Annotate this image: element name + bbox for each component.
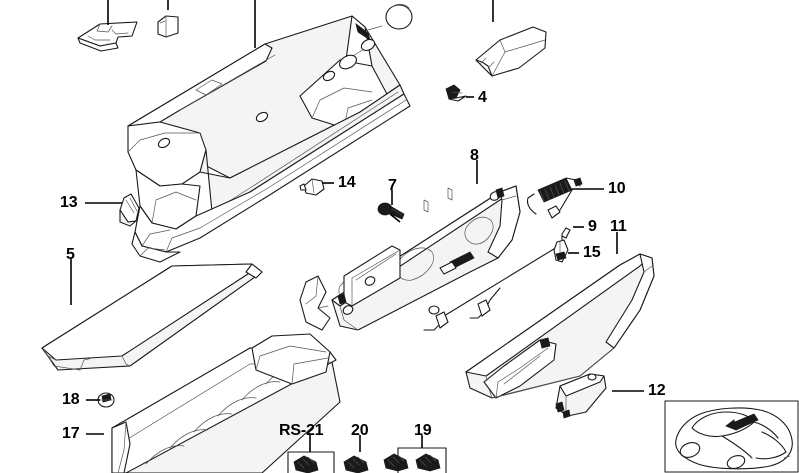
oval-blanking-cap-part bbox=[385, 3, 413, 30]
upper-trim-clip-part bbox=[77, 21, 138, 52]
glove-box-door-panel-part bbox=[465, 253, 655, 399]
callout-label-rs-21[interactable]: RS-21 bbox=[279, 422, 324, 439]
callout-label-4[interactable]: 4 bbox=[478, 89, 487, 106]
callout-label-17[interactable]: 17 bbox=[62, 425, 80, 442]
fastener-set-part bbox=[287, 447, 447, 473]
grommet-18-part bbox=[97, 392, 115, 408]
locating-pin-14-part bbox=[299, 178, 325, 196]
callout-label-20[interactable]: 20 bbox=[351, 422, 369, 439]
callout-label-10[interactable]: 10 bbox=[608, 180, 626, 197]
screw-19b bbox=[415, 453, 441, 472]
callout-label-9[interactable]: 9 bbox=[588, 218, 597, 235]
linkage-rod-9-part bbox=[423, 227, 571, 331]
callout-label-18[interactable]: 18 bbox=[62, 391, 80, 408]
small-end-cap-part bbox=[157, 15, 179, 38]
callout-label-11[interactable]: 11 bbox=[610, 218, 627, 235]
callout-label-15[interactable]: 15 bbox=[583, 244, 601, 261]
rod-clip-15-part bbox=[553, 239, 569, 263]
screw-rs21 bbox=[293, 455, 319, 473]
mounting-screw-4-part bbox=[445, 84, 467, 102]
callout-label-5[interactable]: 5 bbox=[66, 246, 75, 263]
screw-19a bbox=[383, 453, 409, 472]
shoulder-screw-7-part bbox=[377, 202, 405, 220]
glove-box-housing-part bbox=[127, 15, 411, 263]
callout-label-14[interactable]: 14 bbox=[338, 174, 356, 191]
screw-20 bbox=[343, 455, 369, 473]
torsion-spring-10-part bbox=[526, 177, 583, 219]
side-cover-12-part bbox=[555, 373, 607, 419]
callout-label-19[interactable]: 19 bbox=[414, 422, 432, 439]
retaining-clip-13-part bbox=[119, 193, 140, 227]
callout-label-13[interactable]: 13 bbox=[60, 194, 78, 211]
cylindrical-lamp-housing-part bbox=[475, 26, 547, 77]
callout-label-8[interactable]: 8 bbox=[470, 147, 479, 164]
top-cut-off-leaders bbox=[107, 0, 494, 48]
glove-box-carrier-frame-part bbox=[299, 185, 521, 331]
callout-label-12[interactable]: 12 bbox=[648, 382, 666, 399]
glove-box-insert-tray-part bbox=[111, 333, 341, 473]
callout-label-7[interactable]: 7 bbox=[388, 177, 397, 194]
vehicle-location-thumbnail-drawing bbox=[664, 400, 799, 473]
glove-box-lid-5-part bbox=[41, 263, 263, 371]
